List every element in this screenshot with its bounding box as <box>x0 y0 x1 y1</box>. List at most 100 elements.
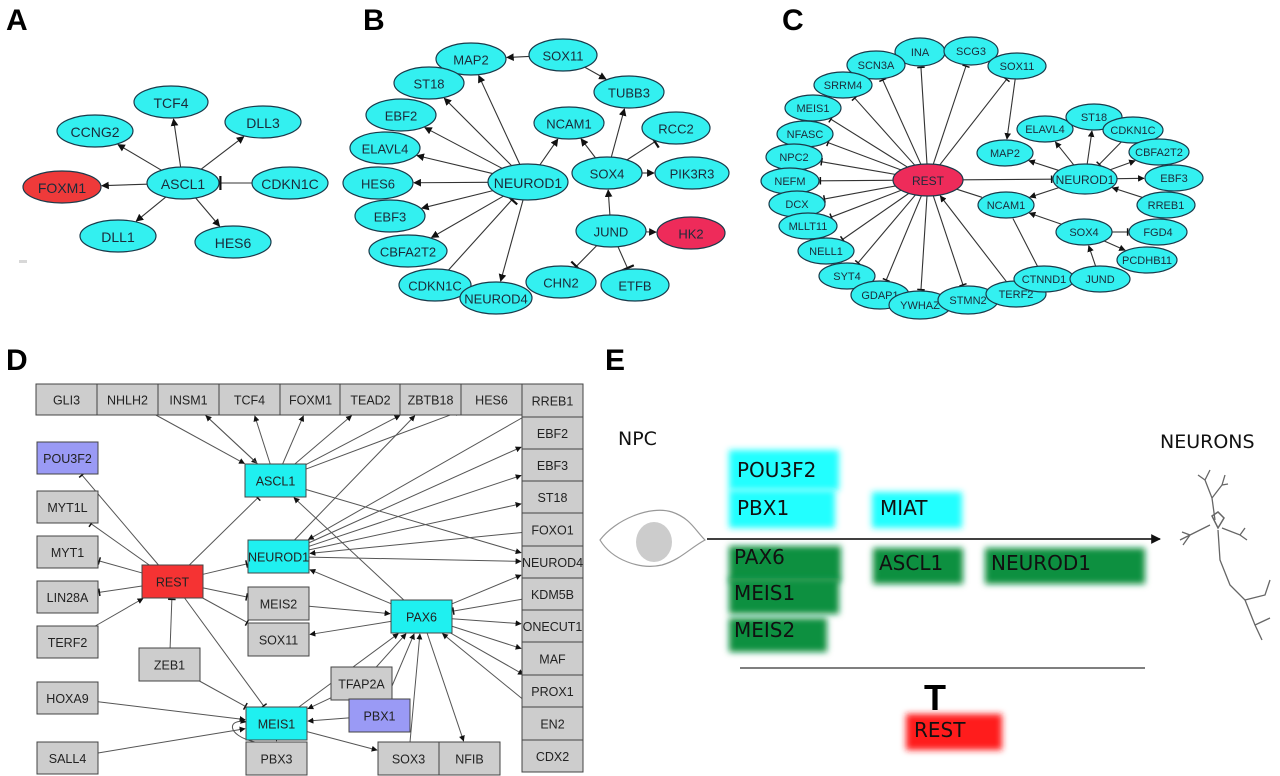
box-label: CDX2 <box>536 750 569 764</box>
box-shape <box>36 625 99 659</box>
edge-terf2-to-rest <box>939 195 1007 283</box>
node-etfb: ETFB <box>600 268 670 302</box>
box-foxm1: FOXM1 <box>279 383 342 416</box>
box-shape <box>521 577 584 611</box>
box-shape <box>157 383 220 416</box>
node-sox11: SOX11 <box>528 38 598 72</box>
box-label: GLI3 <box>53 394 80 408</box>
edge-sox11-to-tubb3 <box>584 66 607 80</box>
gene-label-miat: MIAT <box>880 496 928 520</box>
panel-a-artifact <box>19 260 27 263</box>
box-kdm5b: KDM5B <box>521 577 584 611</box>
edge-sox11-to-map2 <box>506 53 530 61</box>
edge-neurod1-to-elavl4 <box>416 153 493 175</box>
node-label: NCAM1 <box>987 200 1026 212</box>
box-nfib: NFIB <box>438 741 501 776</box>
box-label: MEIS1 <box>258 718 296 732</box>
node-hes6: HES6 <box>342 166 414 200</box>
node-shape <box>778 212 838 240</box>
node-shape <box>600 268 670 302</box>
node-shape <box>393 66 465 100</box>
node-chn2: CHN2 <box>525 265 597 299</box>
box-rreb1: RREB1 <box>521 383 584 418</box>
node-label: SOX11 <box>1000 61 1035 73</box>
node-label: MAP2 <box>453 53 488 68</box>
node-label: SOX11 <box>543 49 584 64</box>
box-shape <box>218 383 281 416</box>
node-shape <box>525 265 597 299</box>
node-shape <box>571 156 643 190</box>
box-shape <box>244 463 307 498</box>
box-shape <box>399 383 462 416</box>
edges <box>78 410 533 754</box>
node-label: NPC2 <box>779 152 808 164</box>
node-shape <box>818 262 876 290</box>
node-label: SOX4 <box>590 167 625 182</box>
edge-neurod1-to-ebf3 <box>308 474 522 547</box>
box-shape <box>247 539 310 574</box>
box-shape <box>138 647 201 682</box>
edge-neurod1-to-zbtb18 <box>294 415 416 541</box>
npc-label: NPC <box>618 428 657 450</box>
edge-terf2-to-rest <box>95 598 144 627</box>
edge-ascl1-to-dll1 <box>135 196 167 222</box>
edge-en2-to-pax6 <box>442 633 533 708</box>
node-label: SCG3 <box>956 46 986 58</box>
box-meis2: MEIS2 <box>247 586 310 621</box>
edge-tfap2a-to-meis1 <box>307 697 332 710</box>
node-cdkn1c: CDKN1C <box>398 268 472 302</box>
edge-rest-to-meis1 <box>184 597 268 709</box>
edge-ascl1-to-insm1 <box>205 415 259 465</box>
box-label: SOX11 <box>259 634 298 648</box>
box-shape <box>521 739 584 773</box>
node-sox11: SOX11 <box>987 52 1047 80</box>
box-label: TEAD2 <box>350 394 390 408</box>
edge-rest-to-lin28a <box>98 585 143 597</box>
panel-label-a: A <box>6 4 28 37</box>
node-st18: ST18 <box>393 66 465 100</box>
box-sox3: SOX3 <box>377 741 440 776</box>
edge-rest-to-meis2 <box>202 587 249 601</box>
node-label: DLL3 <box>246 115 280 131</box>
edge-neurod1-to-neurod4 <box>308 556 522 565</box>
node-shape <box>79 219 157 253</box>
node-shape <box>1136 191 1196 219</box>
node-shape <box>1128 218 1188 246</box>
box-shape <box>36 681 99 715</box>
box-maf: MAF <box>521 641 584 676</box>
box-zbtb18: ZBTB18 <box>399 383 462 416</box>
box-label: POU3F2 <box>43 452 92 466</box>
gene-label-pbx1: PBX1 <box>737 496 789 520</box>
node-label: STMN2 <box>949 295 986 307</box>
box-tfap2a: TFAP2A <box>330 666 393 701</box>
box-shape <box>521 416 584 450</box>
edge-sox4-to-ncam1 <box>1028 211 1062 225</box>
box-label: ZEB1 <box>154 659 185 673</box>
edge-ascl1-to-neurod4 <box>305 488 522 555</box>
neuron-icon <box>1179 469 1271 641</box>
edge-ascl1-to-foxm1 <box>101 181 148 190</box>
panel-e-differentiation-schema: NPC NEURONS POU3F2 PBX1 MIAT PAX6 MEIS1 … <box>599 428 1271 750</box>
box-shape <box>36 490 99 524</box>
box-shape <box>36 441 99 475</box>
box-ebf3: EBF3 <box>521 448 584 482</box>
box-label: FOXO1 <box>531 524 573 538</box>
edge-neurod1-to-st18 <box>443 97 512 166</box>
edges <box>413 53 660 282</box>
node-cbfa2t2: CBFA2T2 <box>368 234 448 268</box>
node-pcdhb11: PCDHB11 <box>1116 246 1178 274</box>
node-label: HES6 <box>361 177 395 192</box>
node-scg3: SCG3 <box>943 36 999 66</box>
edge-kdm5b-to-pax6 <box>451 598 523 615</box>
node-map2: MAP2 <box>435 42 507 76</box>
npc-cell-icon <box>599 509 706 567</box>
edge-ascl1-to-dll3 <box>200 136 245 170</box>
edge-ascl1-to-ccng2 <box>117 144 162 171</box>
node-pik3r3: PIK3R3 <box>654 156 730 190</box>
node-shape <box>22 170 102 204</box>
node-label: FGD4 <box>1143 227 1172 239</box>
node-shape <box>342 166 414 200</box>
